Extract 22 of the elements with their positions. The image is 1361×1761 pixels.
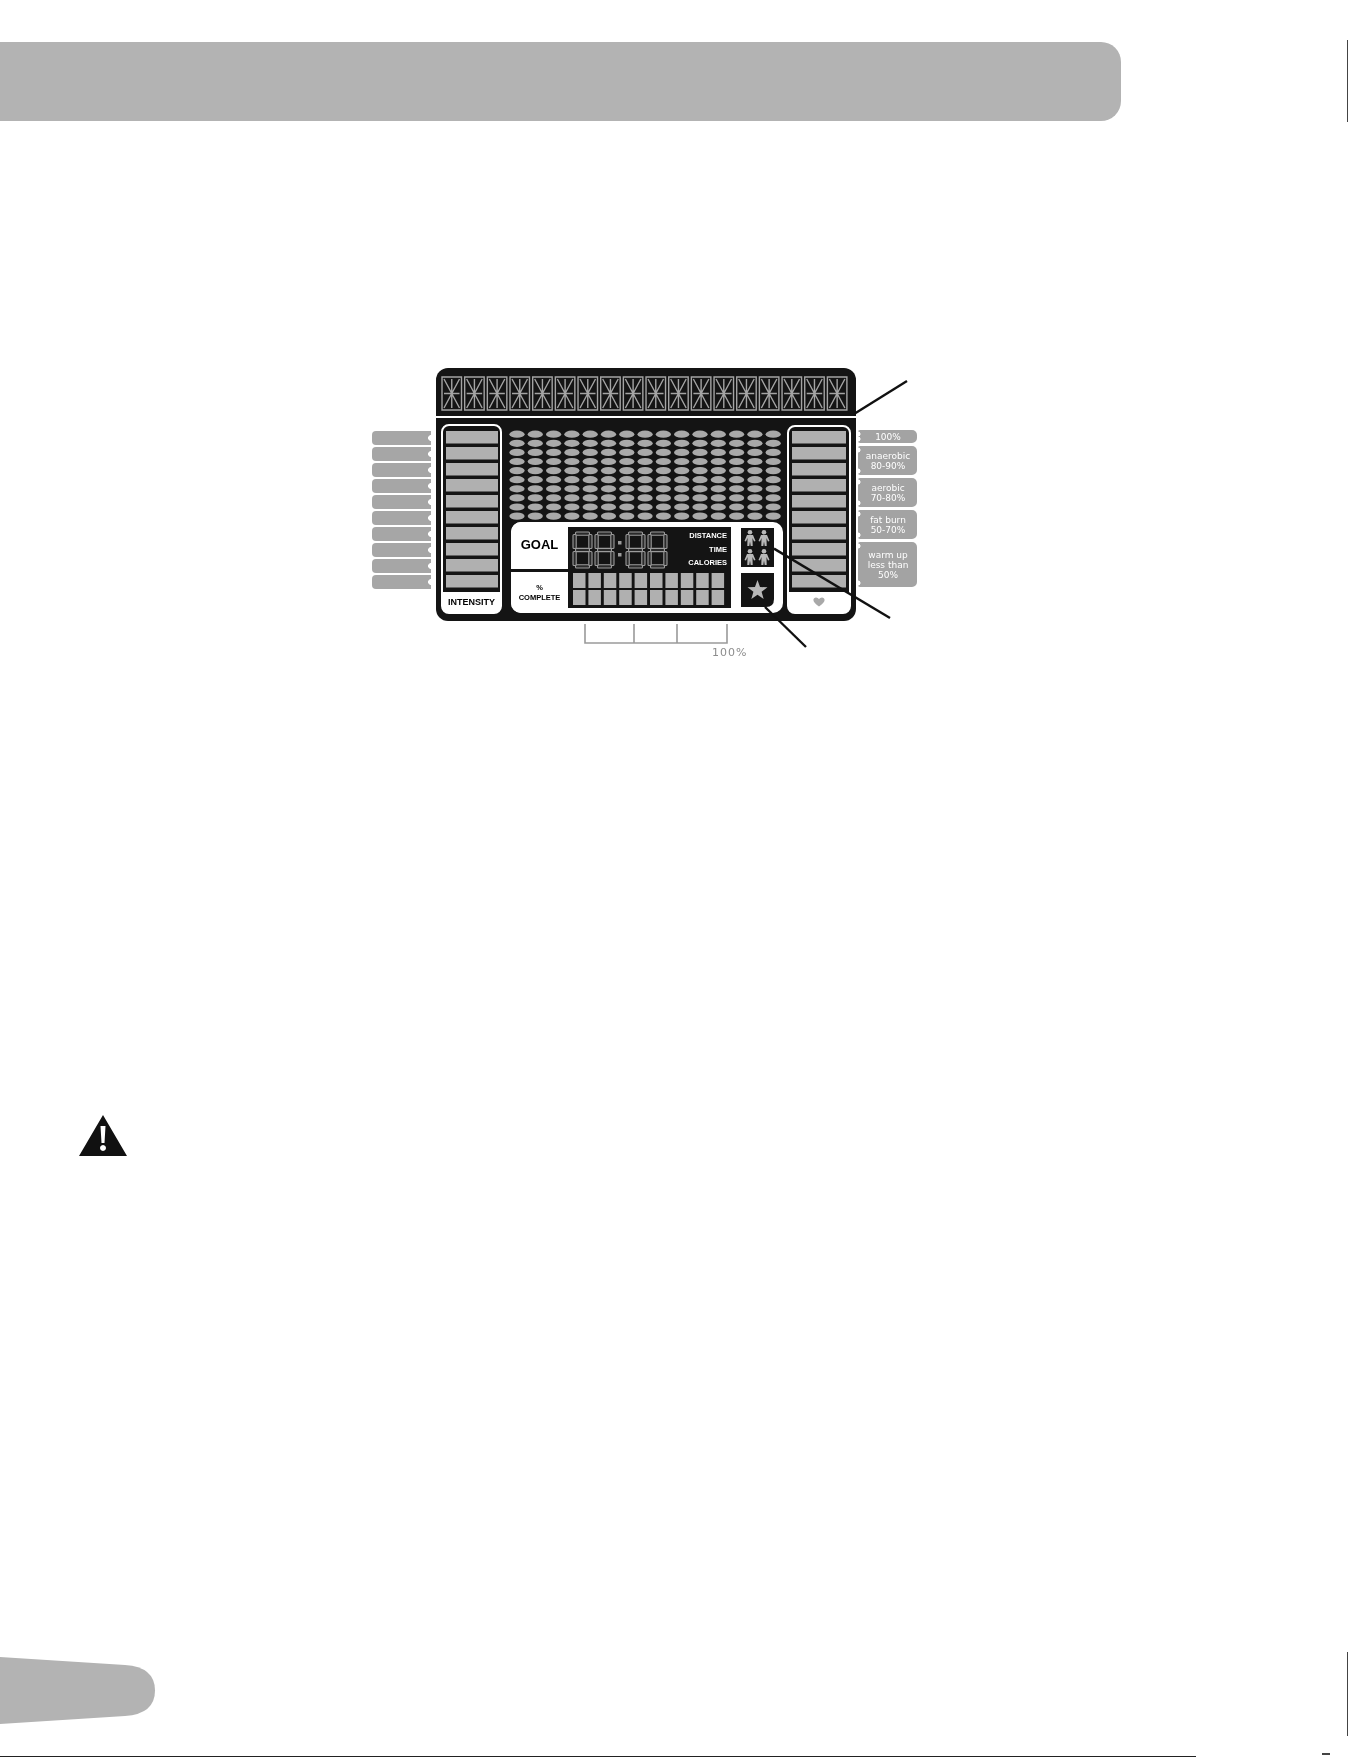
zone-tab: 100% xyxy=(858,430,917,443)
zone-tab: aerobic 70-80% xyxy=(858,478,917,507)
leader-line xyxy=(853,380,908,415)
scale-tab xyxy=(372,495,431,509)
panel-label: INTENSITY xyxy=(448,597,495,608)
people-icon xyxy=(741,528,774,567)
scale-tab xyxy=(372,559,431,573)
scale-tab xyxy=(372,463,431,477)
leader-line xyxy=(764,606,807,648)
zone-tab: warm up less than 50% xyxy=(858,542,917,587)
bar-graph-panel xyxy=(441,424,502,614)
scale-tab xyxy=(372,527,431,541)
scale-tab xyxy=(372,575,431,589)
bar-graph-panel xyxy=(787,425,851,614)
zone-tab: fat burn 50-70% xyxy=(858,510,917,539)
scale-tab xyxy=(372,511,431,525)
zone-tab: anaerobic 80-90% xyxy=(858,446,917,475)
scale-tab xyxy=(372,479,431,493)
scale-tab xyxy=(372,543,431,557)
scale-tab xyxy=(372,431,431,445)
scale-label: 100% xyxy=(712,647,748,659)
scale-tab xyxy=(372,447,431,461)
